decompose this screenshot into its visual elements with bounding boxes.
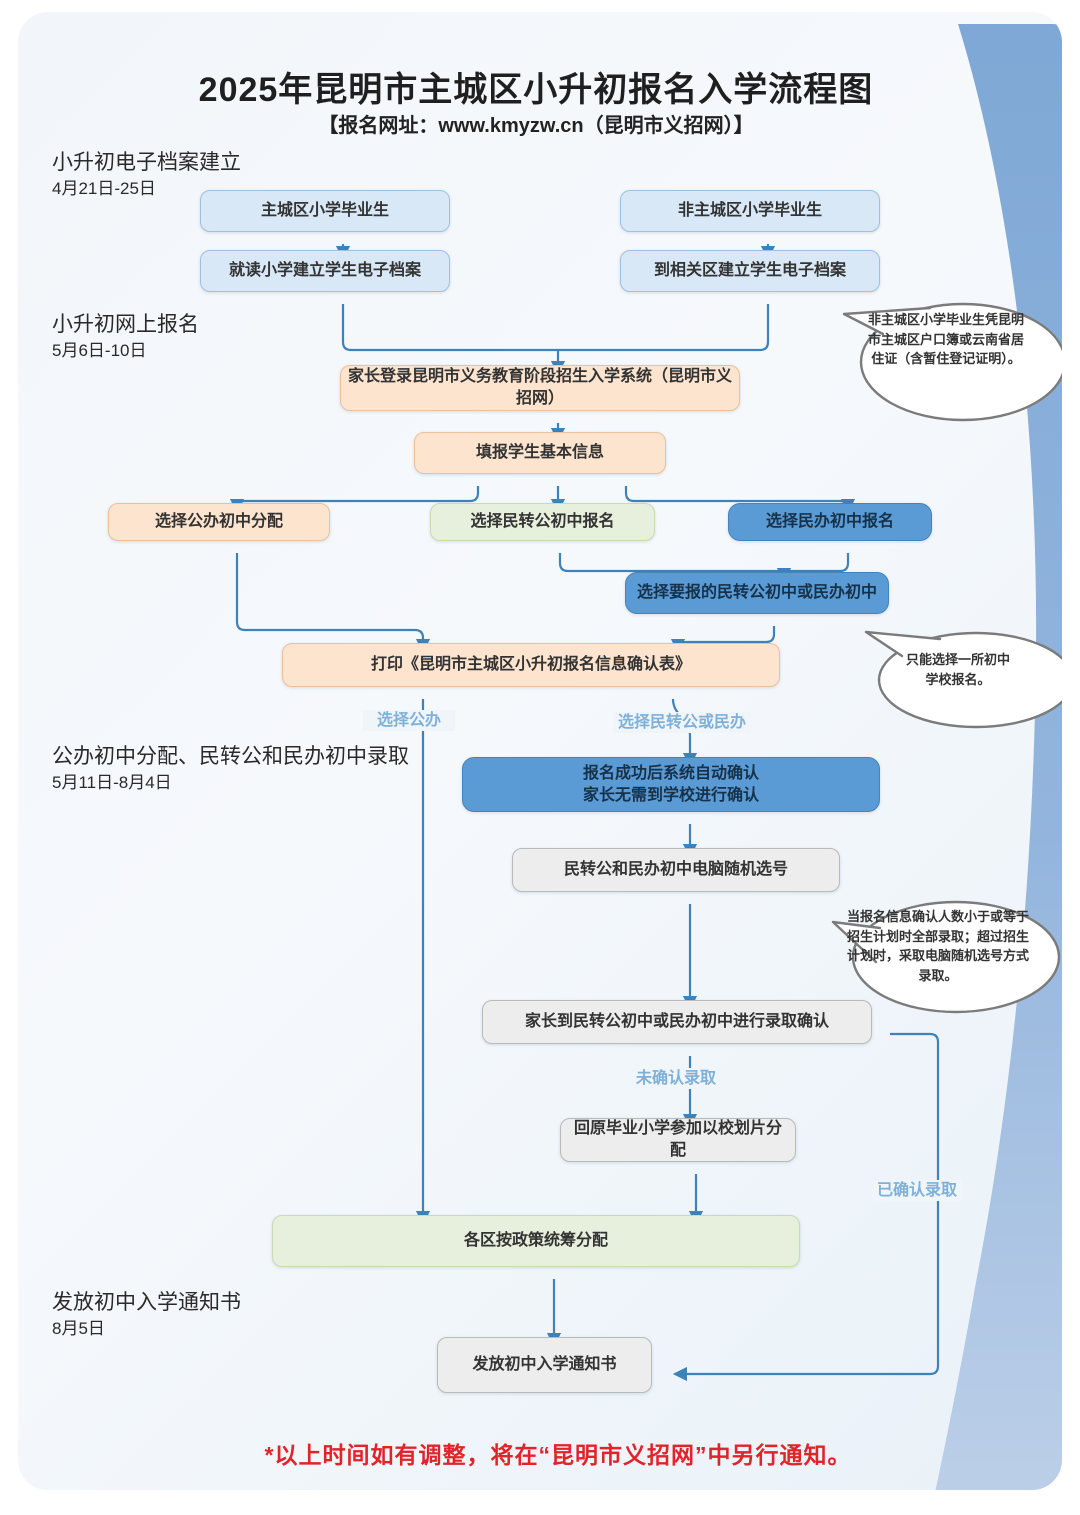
node-send-notice: 发放初中入学通知书 bbox=[437, 1337, 652, 1393]
node-auto-confirm: 报名成功后系统自动确认 家长无需到学校进行确认 bbox=[462, 757, 880, 812]
node-admission-confirm: 家长到民转公初中或民办初中进行录取确认 bbox=[482, 1000, 872, 1044]
section-efile: 小升初电子档案建立 4月21日-25日 bbox=[52, 150, 241, 200]
edge-mainfile-merge bbox=[341, 304, 558, 352]
node-choose-target-school: 选择要报的民转公初中或民办初中 bbox=[625, 572, 889, 614]
section-efile-date: 4月21日-25日 bbox=[52, 179, 156, 198]
node-parent-login: 家长登录昆明市义务教育阶段招生入学系统（昆明市义招网） bbox=[340, 365, 740, 411]
edge-mzg-merge bbox=[558, 553, 784, 573]
node-auto-confirm-line2: 家长无需到学校进行确认 bbox=[582, 786, 759, 804]
speech-bubble-1-text: 非主城区小学毕业生凭昆明市主城区户口簿或云南省居住证（含暂住登记证明）。 bbox=[867, 312, 1024, 366]
edge-label-choose-private: 选择民转公或民办 bbox=[613, 712, 751, 734]
section-online-signup: 小升初网上报名 5月6日-10日 bbox=[52, 312, 199, 362]
edge-private-merge bbox=[784, 553, 850, 573]
node-auto-confirm-line1: 报名成功后系统自动确认 bbox=[582, 764, 759, 782]
node-main-district-graduate: 主城区小学毕业生 bbox=[200, 190, 450, 232]
section-admission-label: 公办初中分配、民转公和民办初中录取 bbox=[52, 745, 409, 768]
node-non-main-graduate: 非主城区小学毕业生 bbox=[620, 190, 880, 232]
section-notice-date: 8月5日 bbox=[52, 1319, 105, 1338]
section-online-signup-date: 5月6日-10日 bbox=[52, 341, 147, 360]
section-admission-date: 5月11日-8月4日 bbox=[52, 773, 172, 792]
section-admission: 公办初中分配、民转公和民办初中录取 5月11日-8月4日 bbox=[52, 744, 409, 794]
edge-label-not-confirmed: 未确认录取 bbox=[631, 1068, 721, 1090]
node-random-selection: 民转公和民办初中电脑随机选号 bbox=[512, 848, 840, 892]
flowchart-card: 2025年昆明市主城区小升初报名入学流程图 【报名网址：www.kmyzw.cn… bbox=[18, 12, 1062, 1490]
footnote: *以上时间如有调整，将在“昆明市义招网”中另行通知。 bbox=[264, 1442, 852, 1468]
node-choose-public: 选择公办初中分配 bbox=[108, 503, 330, 541]
section-notice-label: 发放初中入学通知书 bbox=[52, 1291, 241, 1314]
node-choose-private: 选择民办初中报名 bbox=[728, 503, 932, 541]
page-title: 2025年昆明市主城区小升初报名入学流程图 bbox=[198, 71, 874, 109]
node-main-district-efile: 就读小学建立学生电子档案 bbox=[200, 250, 450, 292]
node-non-main-efile: 到相关区建立学生电子档案 bbox=[620, 250, 880, 292]
edge-label-choose-public: 选择公办 bbox=[363, 710, 455, 732]
node-choose-mzg: 选择民转公初中报名 bbox=[430, 503, 655, 541]
speech-bubble-2-text: 只能选择一所初中学校报名。 bbox=[905, 652, 1010, 687]
section-online-signup-label: 小升初网上报名 bbox=[52, 313, 199, 336]
speech-bubble-3-text: 当报名信息确认人数小于或等于招生计划时全部录取；超过招生计划时，采取电脑随机选号… bbox=[846, 909, 1029, 983]
section-notice: 发放初中入学通知书 8月5日 bbox=[52, 1290, 241, 1340]
node-print-confirmation-form: 打印《昆明市主城区小升初报名信息确认表》 bbox=[282, 643, 780, 687]
node-back-to-school: 回原毕业小学参加以校划片分配 bbox=[560, 1118, 796, 1162]
node-fill-student-info: 填报学生基本信息 bbox=[414, 432, 666, 474]
section-efile-label: 小升初电子档案建立 bbox=[52, 151, 241, 174]
edge-public-print bbox=[235, 553, 431, 654]
decorative-band bbox=[935, 24, 1062, 1490]
node-district-allocate: 各区按政策统筹分配 bbox=[272, 1215, 800, 1267]
page-subtitle: 【报名网址：www.kmyzw.cn（昆明市义招网）】 bbox=[318, 115, 754, 137]
edge-label-confirmed: 已确认录取 bbox=[872, 1180, 962, 1202]
edge-nonmainfile-merge bbox=[558, 304, 770, 352]
